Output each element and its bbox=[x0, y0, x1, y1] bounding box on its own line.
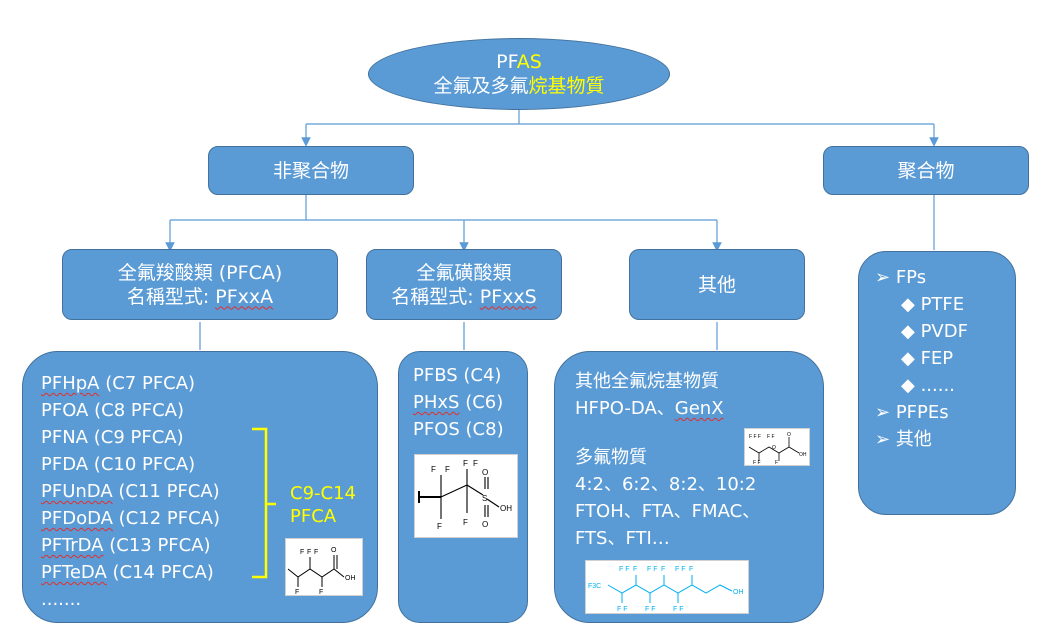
svg-text:F: F bbox=[300, 549, 304, 556]
pfca-list-ellipsis: ....... bbox=[41, 589, 82, 610]
pfca-naming-code: PFxxA bbox=[215, 285, 274, 308]
svg-text:F: F bbox=[307, 549, 311, 556]
pfca-node: 全氟羧酸類 (PFCA) 名稱型式: PFxxA bbox=[62, 249, 338, 320]
svg-text:S: S bbox=[482, 494, 487, 503]
svg-text:F: F bbox=[775, 460, 778, 465]
svg-text:F F: F F bbox=[673, 606, 684, 613]
non-polymer-label: 非聚合物 bbox=[272, 159, 349, 182]
list-item: ◆ FEP bbox=[901, 348, 954, 369]
pfsa-node: 全氟磺酸類 名稱型式: PFxxS bbox=[366, 249, 562, 320]
svg-text:OH: OH bbox=[733, 589, 744, 596]
svg-text:F: F bbox=[463, 518, 468, 527]
polymer-node: 聚合物 bbox=[823, 146, 1029, 195]
other-line-5: FTOH、FTA、FMAC、 bbox=[575, 501, 761, 522]
arrow-bullet-icon: ➢ bbox=[875, 429, 896, 450]
root-subtitle-b: 烷基物質 bbox=[528, 75, 605, 97]
list-item: PFUnDA (C11 PFCA) bbox=[41, 481, 220, 502]
pfca-title: 全氟羧酸類 (PFCA) bbox=[117, 261, 283, 284]
list-item: ➢ FPs bbox=[875, 267, 927, 288]
other-line-4: 4:2、6:2、8:2、10:2 bbox=[575, 474, 757, 495]
svg-text:O: O bbox=[331, 547, 337, 554]
list-item: ➢ 其他 bbox=[875, 429, 932, 450]
svg-text:O: O bbox=[787, 432, 791, 438]
svg-text:F F: F F bbox=[753, 460, 761, 465]
list-item: PFOS (C8) bbox=[413, 419, 504, 440]
list-item: ◆ ...... bbox=[901, 375, 955, 396]
list-item: PFOA (C8 PFCA) bbox=[41, 400, 184, 421]
arrow-bullet-icon: ➢ bbox=[875, 402, 896, 423]
svg-text:F: F bbox=[445, 465, 450, 474]
svg-text:F F: F F bbox=[767, 434, 775, 440]
pfsa-title: 全氟磺酸類 bbox=[416, 261, 512, 284]
diamond-bullet-icon: ◆ bbox=[901, 348, 921, 369]
pfsa-naming-prefix: 名稱型式: bbox=[391, 285, 480, 308]
list-item: ◆ PTFE bbox=[901, 294, 965, 315]
svg-text:F: F bbox=[661, 566, 665, 573]
genx-structure-image: F F F F F O O OH F F F bbox=[744, 428, 810, 466]
list-item: PFTrDA (C13 PFCA) bbox=[41, 535, 211, 556]
other-label: 其他 bbox=[697, 273, 736, 296]
svg-text:OH: OH bbox=[799, 452, 807, 458]
list-item: ◆ PVDF bbox=[901, 321, 968, 342]
diamond-bullet-icon: ◆ bbox=[901, 294, 921, 315]
svg-text:F: F bbox=[319, 589, 323, 595]
pfsa-naming-code: PFxxS bbox=[479, 285, 537, 308]
svg-text:F: F bbox=[463, 459, 468, 468]
svg-text:F F: F F bbox=[675, 566, 686, 573]
root-title-a: PF bbox=[496, 51, 517, 73]
polymer-label: 聚合物 bbox=[897, 159, 955, 182]
root-title-b: AS bbox=[516, 51, 542, 73]
list-item: PFHpA (C7 PFCA) bbox=[41, 373, 196, 394]
diamond-bullet-icon: ◆ bbox=[901, 375, 921, 396]
list-item: PFDoDA (C12 PFCA) bbox=[41, 508, 221, 529]
other-node: 其他 bbox=[629, 249, 805, 320]
svg-text:F: F bbox=[473, 459, 478, 468]
root-subtitle-a: 全氟及多氟 bbox=[433, 75, 529, 97]
svg-text:F: F bbox=[295, 589, 299, 595]
list-item: PFNA (C9 PFCA) bbox=[41, 427, 184, 448]
pfca-naming-prefix: 名稱型式: bbox=[126, 285, 216, 308]
c9-c14-label: C9-C14 PFCA bbox=[290, 483, 356, 527]
list-item: ➢ PFPEs bbox=[875, 402, 949, 423]
svg-text:F: F bbox=[633, 566, 637, 573]
svg-text:OH: OH bbox=[345, 575, 356, 582]
list-item: PHxS (C6) bbox=[413, 392, 504, 413]
svg-text:F F: F F bbox=[647, 566, 658, 573]
svg-text:O: O bbox=[482, 520, 488, 529]
root-pfas-node: PFAS 全氟及多氟烷基物質 bbox=[368, 38, 670, 110]
other-line-3: 多氟物質 bbox=[575, 447, 647, 468]
svg-text:F3C: F3C bbox=[588, 583, 601, 590]
other-line-6: FTS、FTI… bbox=[575, 528, 670, 549]
svg-text:F: F bbox=[689, 566, 693, 573]
svg-text:F: F bbox=[314, 549, 318, 556]
list-item: PFTeDA (C14 PFCA) bbox=[41, 562, 214, 583]
other-line-2: HFPO-DA、GenX bbox=[575, 398, 724, 419]
list-item: PFBS (C4) bbox=[413, 365, 502, 386]
other-line-1: 其他全氟烷基物質 bbox=[575, 371, 719, 392]
polymer-list-box: ➢ FPs ◆ PTFE ◆ PVDF ◆ FEP ◆ ...... ➢ PFP… bbox=[858, 251, 1016, 515]
svg-text:F F: F F bbox=[619, 566, 630, 573]
svg-text:O: O bbox=[772, 445, 776, 451]
non-polymer-node: 非聚合物 bbox=[208, 146, 414, 195]
diamond-bullet-icon: ◆ bbox=[901, 321, 921, 342]
svg-text:O: O bbox=[482, 468, 488, 477]
svg-text:OH: OH bbox=[500, 504, 512, 513]
svg-text:F F: F F bbox=[645, 606, 656, 613]
svg-text:F F F: F F F bbox=[749, 434, 761, 440]
arrow-bullet-icon: ➢ bbox=[875, 267, 896, 288]
svg-text:F: F bbox=[431, 465, 436, 474]
svg-text:F F: F F bbox=[617, 606, 628, 613]
list-item: PFDA (C10 PFCA) bbox=[41, 454, 196, 475]
svg-text:F: F bbox=[437, 522, 442, 531]
